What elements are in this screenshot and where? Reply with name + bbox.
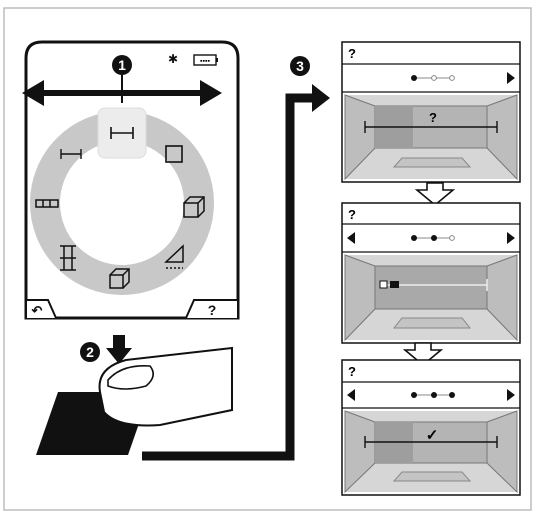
result-panel-1: ? ? [341,41,521,183]
fingernail [107,364,154,390]
stake-out-measurement-icon [35,199,59,208]
panel-1-title: ? [348,46,356,61]
swipe-right-arrowhead [200,80,222,106]
panel-2-laser-point [379,280,388,289]
step-3-number: 3 [296,58,304,74]
panel-2-title: ? [348,207,356,222]
result-panel-3: ? ✓ [341,359,521,496]
panel-1-progress-dots [411,75,455,81]
panel-3-left-arrow[interactable] [347,389,355,401]
volume-measurement-icon [183,196,205,218]
connector-arrowhead [312,84,330,112]
panel-1-status-mark: ? [429,110,437,125]
step-1-number: 1 [118,57,126,73]
back-softkey-frame[interactable] [25,299,57,319]
panel-3-floor-mat [392,471,472,482]
panel-3-right-arrow[interactable] [507,389,515,401]
press-down-arrow [106,335,132,364]
area-measurement-icon [165,145,183,163]
step-2-number: 2 [86,344,94,360]
panel-2-floor-mat [392,317,472,329]
flow-down-arrow-2 [402,342,444,367]
panel-3-check-icon: ✓ [426,427,439,444]
back-arrow-icon[interactable]: ↶ [31,303,43,318]
step-3-marker [290,56,310,76]
panel-3-progress-dots [411,392,455,398]
connector-line [142,93,312,461]
panel-2-left-arrow[interactable] [347,232,355,244]
wall-area-measurement-icon [109,268,130,289]
help-softkey-label[interactable]: ? [208,302,217,318]
device-screen: ✱ ▪▪▪▪ 1 [22,40,240,320]
bluetooth-icon: ✱ [168,52,178,66]
swipe-left-arrowhead [22,80,44,106]
double-indirect-height-icon [60,245,76,271]
panel-1-right-arrow[interactable] [507,72,515,84]
step-2-marker [80,342,100,362]
continuous-measurement-icon [60,149,82,159]
step-2-press-illustration: 2 [36,335,233,455]
battery-level: ▪▪▪▪ [200,58,210,65]
flow-down-arrow-1 [414,182,456,207]
flow-connector: 3 [142,56,330,461]
panel-2-progress-dots [411,235,455,241]
indirect-height-measurement-icon [164,244,184,269]
result-panel-2: ? [341,202,521,344]
panel-2-device-marker [390,281,399,288]
panel-3-title: ? [348,364,356,379]
step-1-marker [112,55,132,75]
panel-2-right-arrow[interactable] [507,232,515,244]
length-measurement-icon [110,127,134,139]
help-softkey-frame[interactable] [185,299,239,319]
panel-1-floor-mat [392,157,472,168]
